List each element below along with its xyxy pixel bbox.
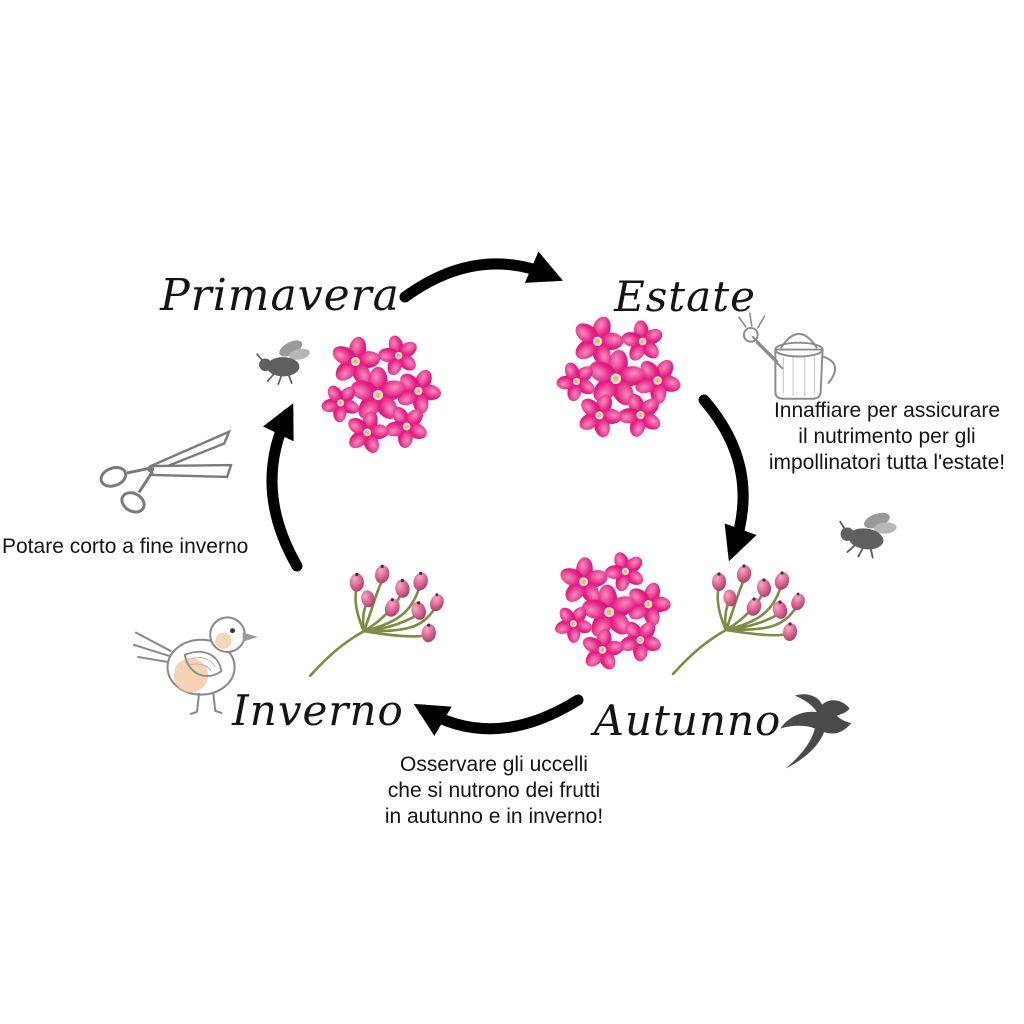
- annotation-summer-watering: Innaffiare per assicurare il nutrimento …: [750, 398, 1024, 476]
- annotation-line: che si nutrono dei frutti: [387, 779, 601, 803]
- robin-bird-icon: [132, 588, 264, 720]
- rose-flowers-summer: [543, 303, 692, 452]
- rose-flowers-spring: [316, 330, 444, 458]
- season-label-primavera: Primavera: [160, 270, 400, 321]
- rosehip-berries-winter: [295, 552, 447, 684]
- season-label-inverno: Inverno: [232, 686, 404, 735]
- annotation-line: il nutrimento per gli: [798, 425, 976, 449]
- scissors-icon: [82, 422, 234, 520]
- rosehip-berries-autumn: [658, 552, 808, 682]
- annotation-line: in autunno e in inverno!: [384, 805, 604, 829]
- bee-icon: [256, 335, 314, 385]
- arrow-autunno-inverno: [413, 694, 584, 736]
- season-label-estate: Estate: [614, 272, 756, 321]
- arrow-primavera-estate: [399, 251, 563, 303]
- annotation-line: Osservare gli uccelli: [400, 753, 588, 776]
- season-label-autunno: Autunno: [593, 696, 782, 745]
- annotation-line: impollinatori tutta l'estate!: [768, 451, 1006, 475]
- annotation-birds-feeding: Osservare gli uccelli che si nutrono dei…: [356, 752, 632, 830]
- annotation-line: Innaffiare per assicurare: [773, 399, 1001, 422]
- watering-can-icon: [738, 302, 856, 406]
- arrow-estate-autunno: [698, 394, 757, 562]
- annotation-winter-pruning: Potare corto a fine inverno: [2, 535, 249, 558]
- fly-icon: [834, 501, 904, 563]
- swallow-icon: [778, 692, 870, 774]
